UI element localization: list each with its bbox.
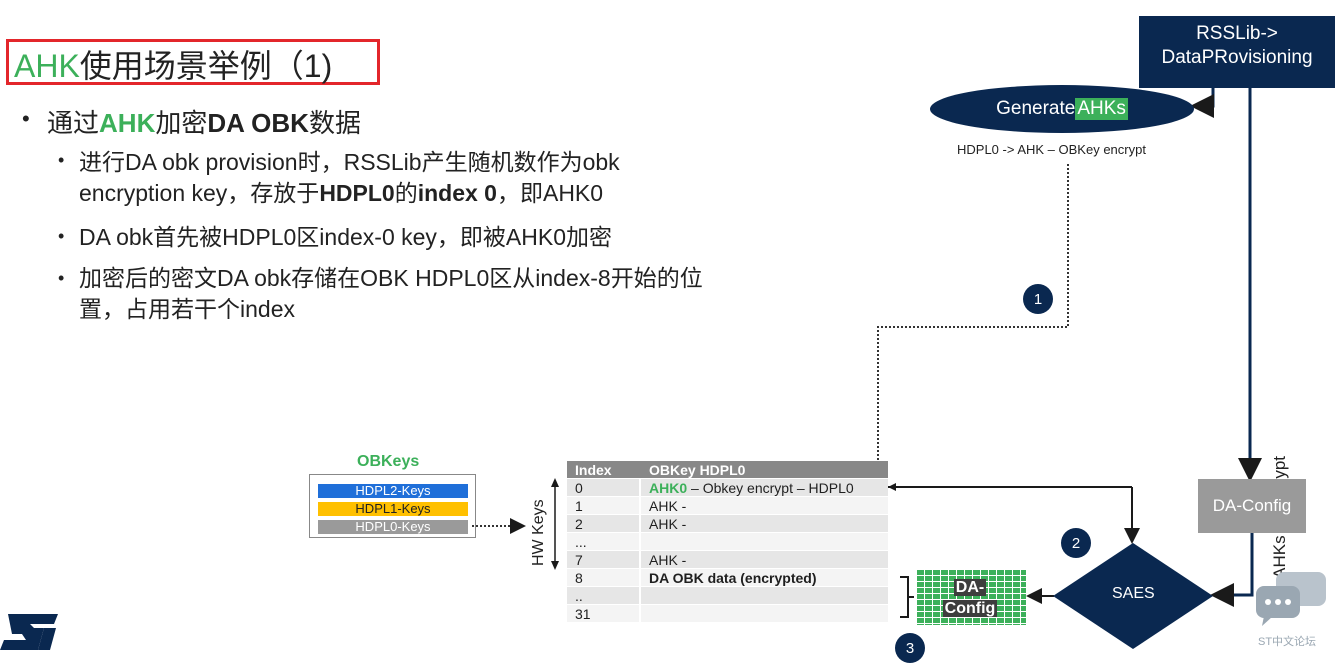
obkey-hdpl0-table: Index OBKey HDPL0 0 AHK0 – Obkey encrypt… [567, 461, 888, 623]
bullet-dot: • [22, 106, 30, 131]
da-config-box: DA-Config [1198, 479, 1306, 533]
obkeys-title: OBKeys [357, 453, 420, 470]
step-1-badge: 1 [1023, 284, 1053, 314]
generate-ahks-ellipse: Generate AHKs [930, 85, 1194, 133]
saes-label: SAES [1112, 585, 1155, 602]
bullet-sub-1: 进行DA obk provision时，RSSLib产生随机数作为obk enc… [79, 149, 620, 206]
forum-chat-icon [1256, 572, 1326, 626]
table-row: 2 AHK - [567, 515, 888, 533]
da-config-encrypted-label: DA- Config [942, 579, 998, 617]
title-highlight-box [6, 39, 380, 85]
table-row: .. [567, 587, 888, 605]
page-title: AHK使用场景举例（1) [14, 48, 333, 84]
step-2-badge: 2 [1061, 528, 1091, 558]
table-row: 8 DA OBK data (encrypted) [567, 569, 888, 587]
hdpl2-keys: HDPL2-Keys [318, 484, 468, 498]
rsslib-box: RSSLib-> DataPRovisioning [1139, 16, 1335, 88]
table-header-obkey: OBKey HDPL0 [641, 461, 888, 479]
bullet-dot: • [58, 226, 65, 246]
hw-keys-label: HW Keys [530, 499, 547, 566]
hdpl1-keys: HDPL1-Keys [318, 502, 468, 516]
table-row: 31 [567, 605, 888, 623]
bullet-dot: • [58, 268, 65, 288]
hdpl-caption: HDPL0 -> AHK – OBKey encrypt [957, 142, 1146, 157]
obkeys-box: HDPL2-Keys HDPL1-Keys HDPL0-Keys [309, 474, 476, 538]
bullet-dot: • [58, 150, 65, 170]
bullet-sub-2: DA obk首先被HDPL0区index-0 key，即被AHK0加密 [79, 224, 612, 250]
bullet-main: 通过AHK加密DA OBK数据 [47, 108, 361, 138]
table-row: ... [567, 533, 888, 551]
forum-label: ST中文论坛 [1258, 636, 1317, 648]
st-logo-icon [0, 614, 58, 650]
table-row: 7 AHK - [567, 551, 888, 569]
hdpl0-keys: HDPL0-Keys [318, 520, 468, 534]
table-row: 1 AHK - [567, 497, 888, 515]
bullet-sub-3: 加密后的密文DA obk存储在OBK HDPL0区从index-8开始的位 置，… [79, 265, 703, 322]
use-ahks-label: Use AHKs to encrypt [1270, 456, 1289, 613]
step-3-badge: 3 [895, 633, 925, 663]
table-header-index: Index [567, 461, 641, 479]
table-row: 0 AHK0 – Obkey encrypt – HDPL0 [567, 479, 888, 497]
